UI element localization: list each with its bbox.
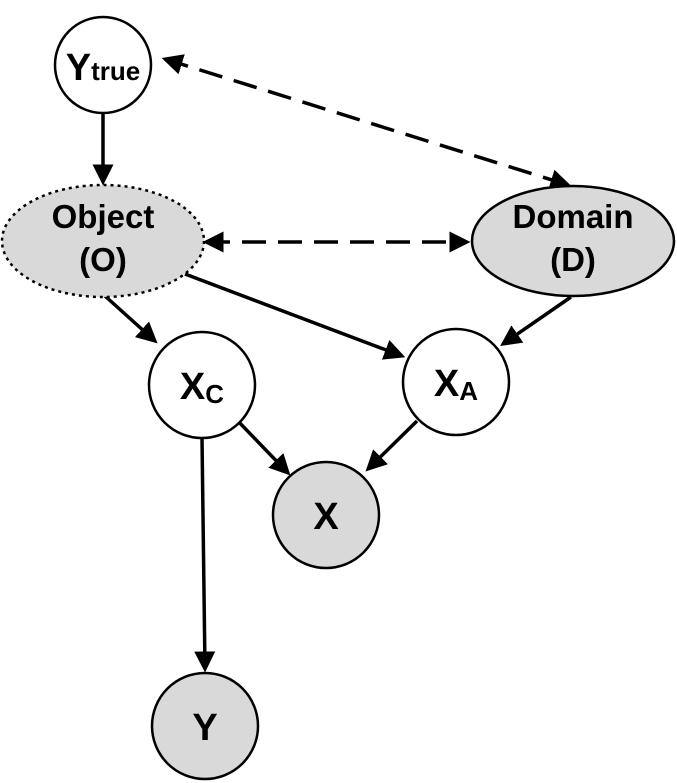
node-x-circle: [271, 460, 381, 570]
node-domain-line1: Domain: [512, 198, 633, 235]
node-domain: Domain (D): [470, 184, 676, 298]
node-xa-circle: [401, 327, 511, 437]
node-ytrue-circle: [53, 15, 153, 115]
edge-xc-to-x: [233, 416, 291, 476]
node-xa-sub: A: [459, 376, 478, 406]
node-ytrue-label: Ytrue: [66, 47, 140, 89]
node-ytrue-sub: true: [91, 56, 140, 86]
node-xc: XC: [147, 330, 257, 440]
node-x: X: [271, 460, 381, 570]
edge-object-to-xc: [103, 294, 158, 344]
node-domain-line2: (D): [550, 241, 596, 278]
node-object-ellipse: [0, 183, 206, 299]
edges-layer: [92, 54, 572, 673]
edge-domain-to-xa: [500, 295, 572, 346]
node-xa: XA: [401, 327, 511, 437]
node-object: Object (O): [0, 183, 206, 299]
node-ytrue-main: Y: [66, 47, 91, 89]
node-xa-main: X: [434, 363, 460, 405]
node-xc-sub: C: [205, 379, 224, 409]
node-xa-label: XA: [434, 363, 478, 406]
node-object-line1: Object: [52, 198, 155, 235]
edge-ytrue-domain-dashed: [161, 54, 572, 190]
node-x-label: X: [313, 496, 339, 538]
edge-object-to-xa: [184, 272, 406, 360]
edge-xc-to-y: [194, 437, 216, 673]
node-object-line2: (O): [79, 241, 127, 278]
node-y: Y: [150, 671, 260, 781]
edge-xa-to-x: [365, 419, 419, 472]
node-xc-main: X: [180, 366, 206, 408]
node-y-circle: [150, 671, 260, 781]
node-xc-circle: [147, 330, 257, 440]
node-domain-ellipse: [470, 184, 676, 298]
node-xc-label: XC: [180, 366, 224, 409]
node-ytrue: Ytrue: [53, 15, 153, 115]
node-y-label: Y: [192, 707, 217, 749]
